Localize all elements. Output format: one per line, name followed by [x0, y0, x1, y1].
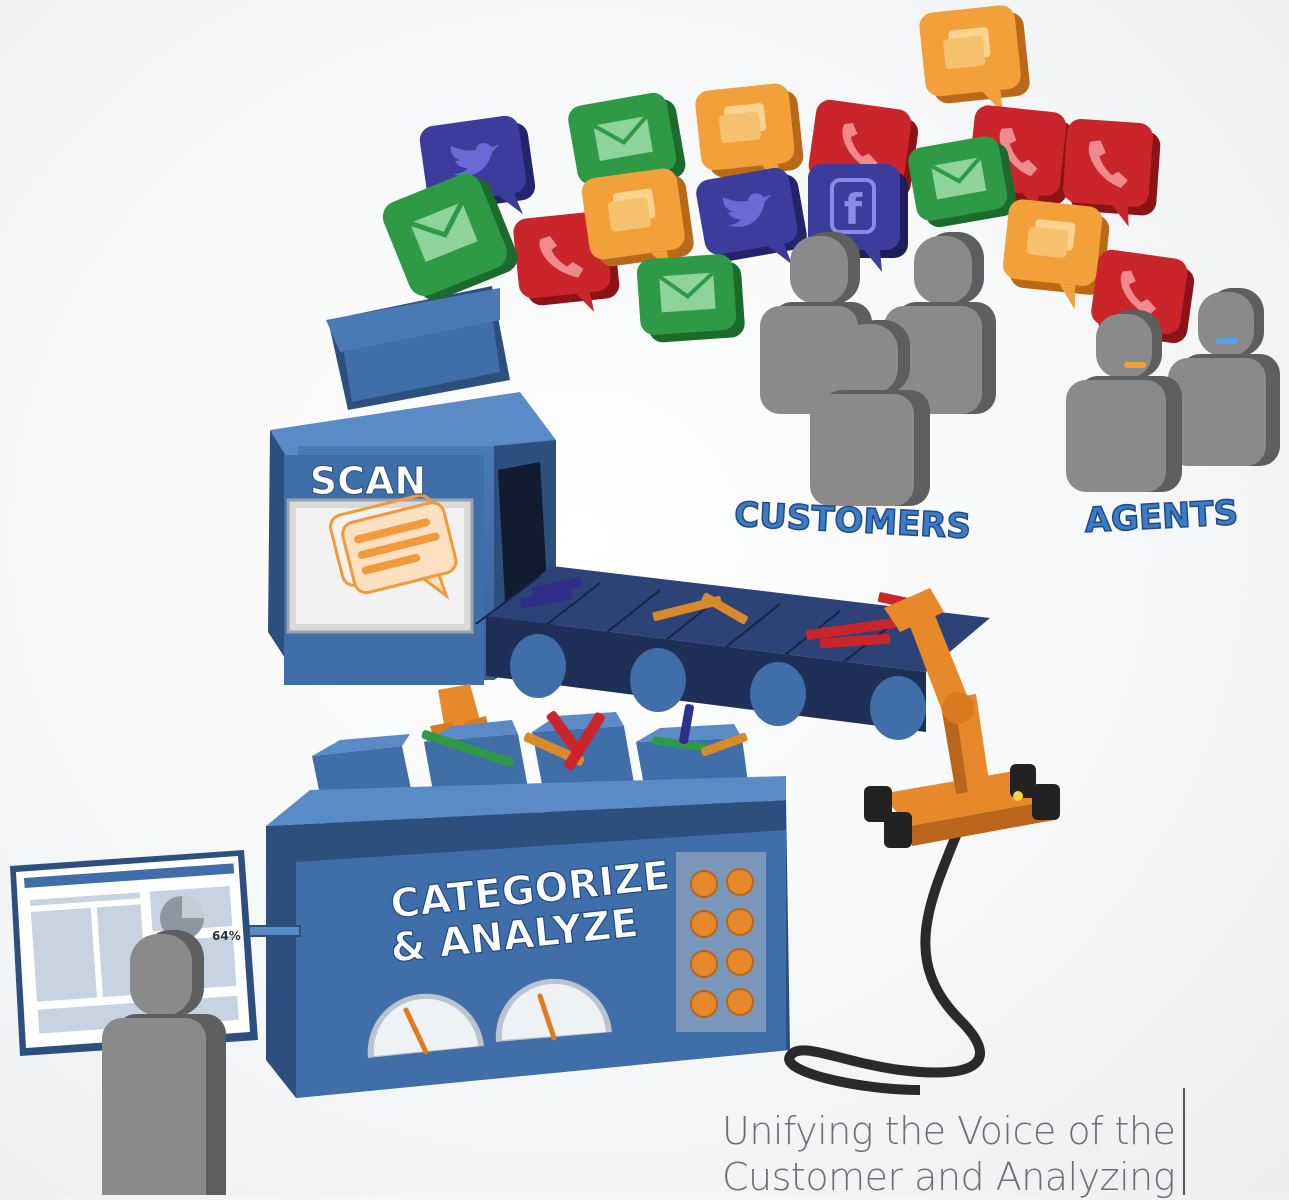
sorted-pieces	[519, 577, 939, 649]
twitter-icon	[696, 167, 807, 265]
analyst-figure	[102, 930, 226, 1195]
chat-icon	[329, 493, 458, 600]
agent-figure	[1168, 288, 1280, 466]
email-icon	[636, 254, 745, 343]
svg-text:f: f	[844, 185, 863, 234]
conveyor-belt	[475, 566, 990, 740]
chat-icon	[919, 5, 1030, 114]
monitor-percent: 64%	[212, 929, 241, 943]
gauge-right	[495, 978, 612, 1042]
agents-label: AGENTS	[1084, 493, 1239, 541]
customer-figure	[810, 320, 930, 506]
chat-icon	[1003, 199, 1110, 310]
caption-line1: Unifying the Voice of the	[722, 1109, 1176, 1153]
email-icon	[568, 92, 686, 205]
chat-icon	[695, 83, 804, 188]
gauge-left	[367, 993, 484, 1058]
caption: Unifying the Voice of the Customer and A…	[722, 1108, 1202, 1200]
agent-figure	[1066, 310, 1182, 492]
scan-label: SCAN	[310, 459, 426, 503]
customers-group	[760, 232, 996, 506]
email-icon	[908, 136, 1017, 228]
conveyor-rollers	[510, 634, 926, 740]
customer-figure	[760, 232, 872, 414]
chat-icon	[581, 168, 694, 273]
caption-divider	[1183, 1088, 1185, 1195]
categorize-machine: CATEGORIZE & ANALYZE	[239, 704, 790, 1098]
customer-figure	[884, 232, 996, 414]
phone-icon	[1063, 118, 1161, 227]
email-icon	[382, 173, 518, 301]
agents-group	[1066, 288, 1280, 492]
customers-label: CUSTOMERS	[733, 495, 972, 547]
control-panel	[676, 852, 766, 1032]
caption-line2: Customer and Analyzing	[722, 1155, 1176, 1199]
